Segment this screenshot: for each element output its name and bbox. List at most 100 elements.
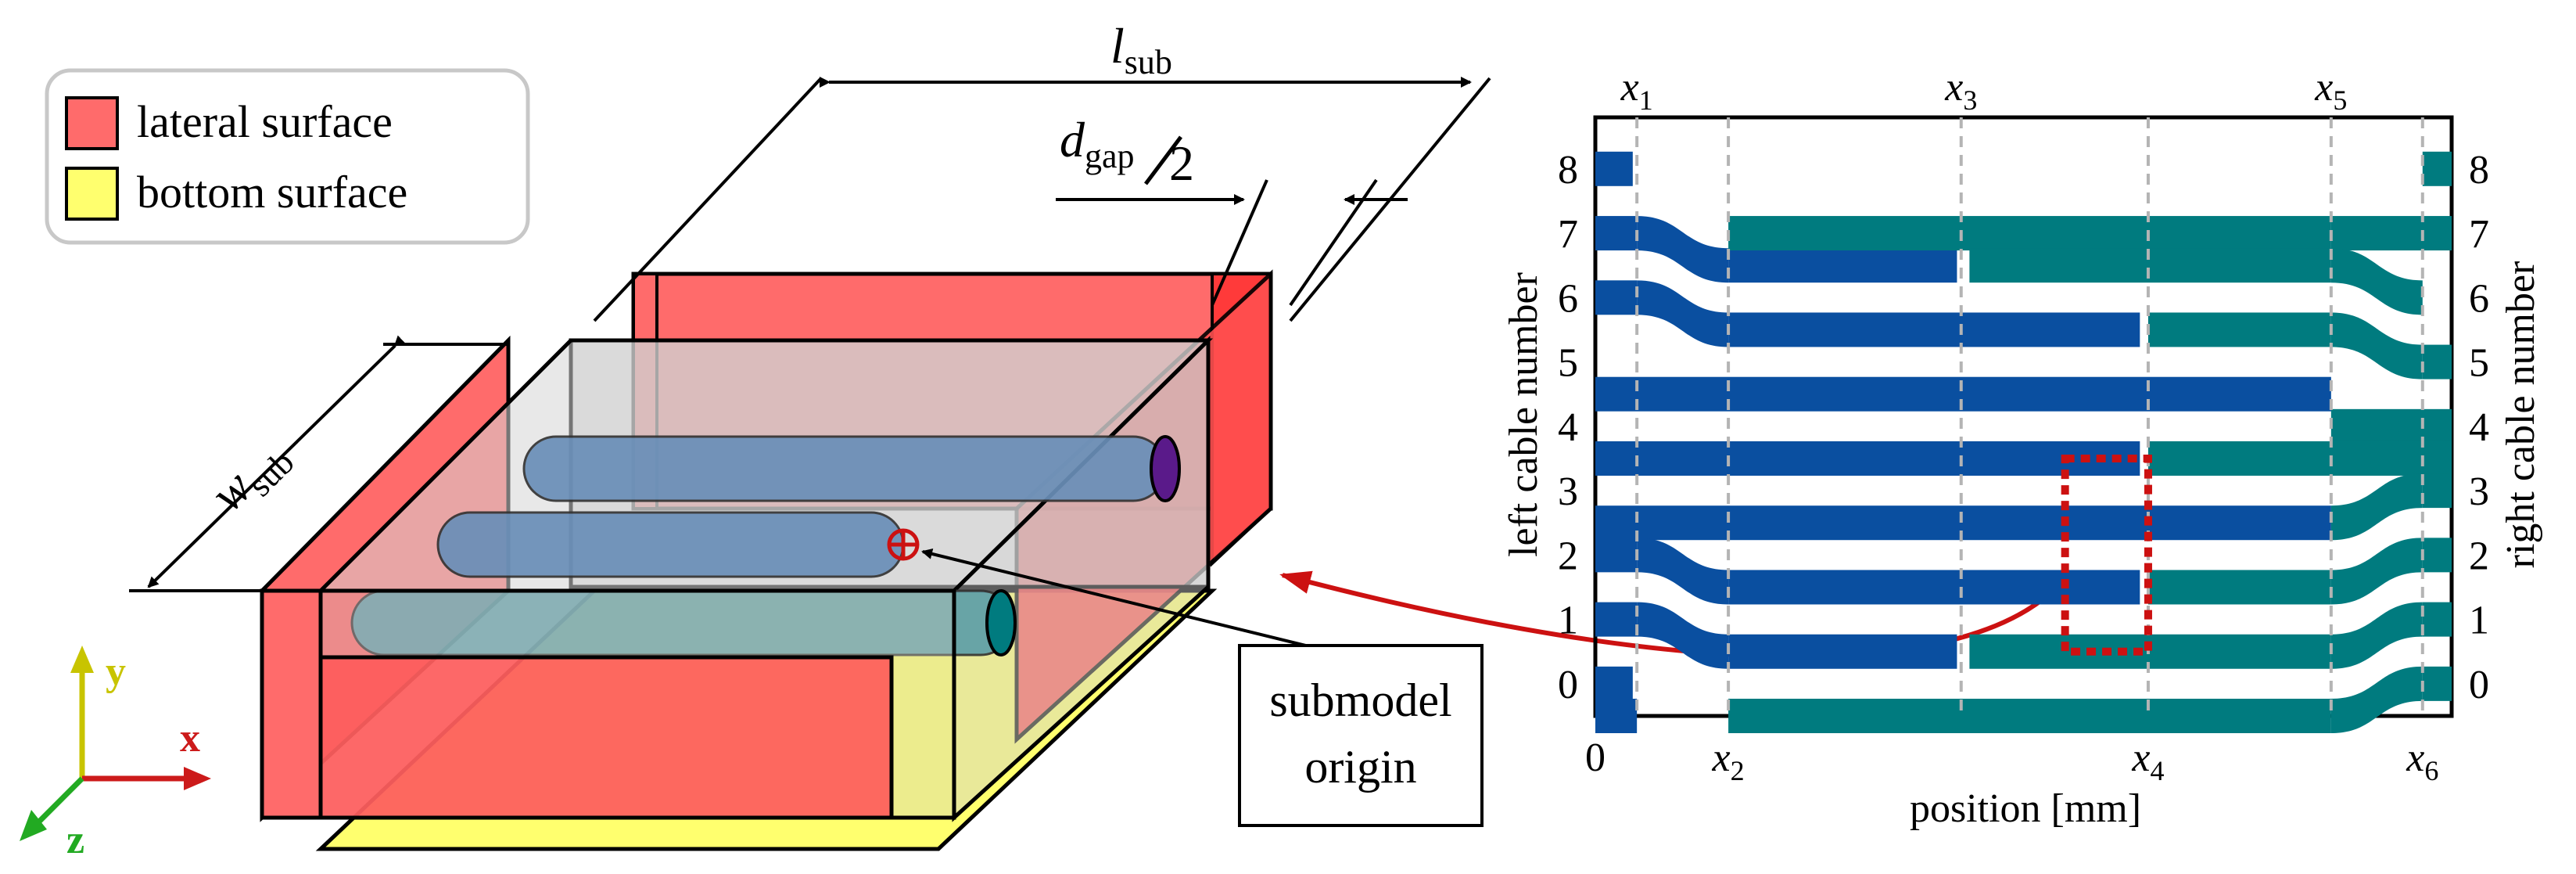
cable-segment-blue xyxy=(1595,666,1633,701)
cable-transition-teal xyxy=(2330,602,2423,669)
cable-segment-teal xyxy=(2422,344,2452,379)
cable-segment-blue xyxy=(1728,248,1957,283)
tick-right-0: 0 xyxy=(2469,663,2489,707)
cable-segment-blue xyxy=(1595,505,2331,541)
tick-left-8: 8 xyxy=(1558,148,1578,192)
legend-label-bottom: bottom surface xyxy=(137,167,407,218)
cable-segment-blue xyxy=(1595,216,1638,251)
legend-swatch-lateral xyxy=(65,96,119,150)
cable-rod-back xyxy=(522,435,1181,502)
y-axis-label-right: right cable number xyxy=(2499,261,2543,569)
tick-bottom-3: x6 xyxy=(2406,736,2438,786)
cable-diagram: 0 1 2 3 4 5 6 7 8 0 1 2 3 4 5 6 7 8 0 x2 x4 x6 x1 x3 x5 position… xyxy=(1501,65,2543,831)
tick-left-4: 4 xyxy=(1558,405,1578,450)
tick-right-7: 7 xyxy=(2469,212,2489,257)
cable-transition-blue xyxy=(1637,602,1729,669)
cable-segment-teal xyxy=(2422,666,2452,701)
gridlines-layer xyxy=(1635,117,2424,716)
tick-left-0: 0 xyxy=(1558,663,1578,707)
cable-segment-blue xyxy=(1595,699,1638,733)
cable-segment-teal xyxy=(2422,473,2452,509)
cable-transition-blue xyxy=(1637,216,1729,283)
dimension-d-label: dgap xyxy=(1060,112,1135,175)
cable-transition-teal xyxy=(2330,666,2423,733)
front-wall xyxy=(260,655,894,820)
highlight-box xyxy=(2061,454,2152,656)
callout-arrow xyxy=(921,548,1322,651)
dimension-l-label: lsub xyxy=(1110,18,1172,81)
cable-segment-blue xyxy=(1595,441,2140,476)
cable-transition-teal xyxy=(2330,248,2423,315)
plot-frame xyxy=(1593,115,2454,718)
segments-layer xyxy=(1595,151,2452,733)
tick-left-5: 5 xyxy=(1558,341,1578,386)
cable-segment-teal xyxy=(1728,699,2331,733)
tick-top-0: x1 xyxy=(1620,65,1653,116)
axes-3d: y x z xyxy=(20,646,211,862)
cable-segment-blue xyxy=(1728,634,1957,669)
dimension-d-divisor: 2 xyxy=(1169,135,1194,191)
ticks-layer: 0 1 2 3 4 5 6 7 8 0 1 2 3 4 5 6 7 8 0 x2 x4 x6 x1 x3 x5 xyxy=(1558,65,2489,786)
cable-rod-middle xyxy=(436,511,905,578)
tick-bottom-1: x2 xyxy=(1712,736,1745,786)
cable-segment-teal xyxy=(2147,570,2331,605)
cable-segment-blue xyxy=(1595,538,1638,573)
cable-segment-teal xyxy=(2422,602,2452,637)
y-axis-label-left: left cable number xyxy=(1501,272,1546,557)
legend-swatch-bottom xyxy=(65,167,119,221)
cable-transition-blue xyxy=(1637,280,1729,347)
cable-segment-blue xyxy=(1595,280,1638,315)
tick-left-7: 7 xyxy=(1558,212,1578,257)
dimension-w-sub xyxy=(129,335,508,592)
cable-transition-teal xyxy=(2330,312,2423,379)
callout-line2: origin xyxy=(1304,741,1416,793)
cable-transition-teal xyxy=(2330,473,2423,541)
tick-right-1: 1 xyxy=(2469,599,2489,643)
cable-segment-blue xyxy=(1595,602,1638,637)
cable-segment-teal xyxy=(1728,216,2331,251)
tick-right-2: 2 xyxy=(2469,534,2489,578)
axis-z-label: z xyxy=(66,818,84,862)
model-3d: lsub dgap 2 wsub submodel origin xyxy=(20,18,2055,862)
x-axis-label: position [mm] xyxy=(1910,786,2141,831)
legend: lateral surface bottom surface xyxy=(45,68,530,245)
tick-left-1: 1 xyxy=(1558,599,1578,643)
dimension-w-label: wsub xyxy=(199,425,302,527)
tick-left-2: 2 xyxy=(1558,534,1578,578)
origin-marker xyxy=(887,528,920,561)
cable-transition-blue xyxy=(1637,538,1729,605)
legend-label-lateral: lateral surface xyxy=(137,96,393,147)
tick-bottom-0: 0 xyxy=(1585,736,1606,780)
axis-y-label: y xyxy=(106,649,126,694)
tick-left-3: 3 xyxy=(1558,469,1578,514)
dimension-d-gap xyxy=(1056,178,1408,307)
dimension-d-slash xyxy=(1144,135,1182,185)
tick-right-6: 6 xyxy=(2469,276,2489,321)
callout-line1: submodel xyxy=(1269,674,1451,726)
front-wall-left xyxy=(260,588,323,820)
tick-top-1: x3 xyxy=(1944,65,1977,116)
tick-right-5: 5 xyxy=(2469,341,2489,386)
tick-bottom-2: x4 xyxy=(2131,736,2164,786)
cable-segment-teal xyxy=(1969,248,2331,283)
legend-box xyxy=(45,68,530,245)
tick-right-3: 3 xyxy=(2469,469,2489,514)
cable-segment-teal xyxy=(2147,312,2331,347)
cable-segment-teal xyxy=(2422,538,2452,573)
cable-segment-blue xyxy=(1728,312,2140,347)
cable-segment-teal xyxy=(2330,216,2452,251)
callout-box xyxy=(1238,644,1484,827)
tick-left-6: 6 xyxy=(1558,276,1578,321)
cable-segment-blue xyxy=(1595,151,1633,186)
highlight-layer xyxy=(2061,454,2152,656)
tick-right-4: 4 xyxy=(2469,405,2489,450)
cable-segment-teal xyxy=(2330,408,2452,444)
tick-top-2: x5 xyxy=(2314,65,2347,116)
axis-x-label: x xyxy=(180,716,200,761)
cable-segment-blue xyxy=(1728,570,2140,605)
cable-segment-blue xyxy=(1595,376,2331,412)
tick-right-8: 8 xyxy=(2469,148,2489,192)
cable-segment-teal xyxy=(2147,441,2452,476)
cable-segment-teal xyxy=(2422,151,2452,186)
